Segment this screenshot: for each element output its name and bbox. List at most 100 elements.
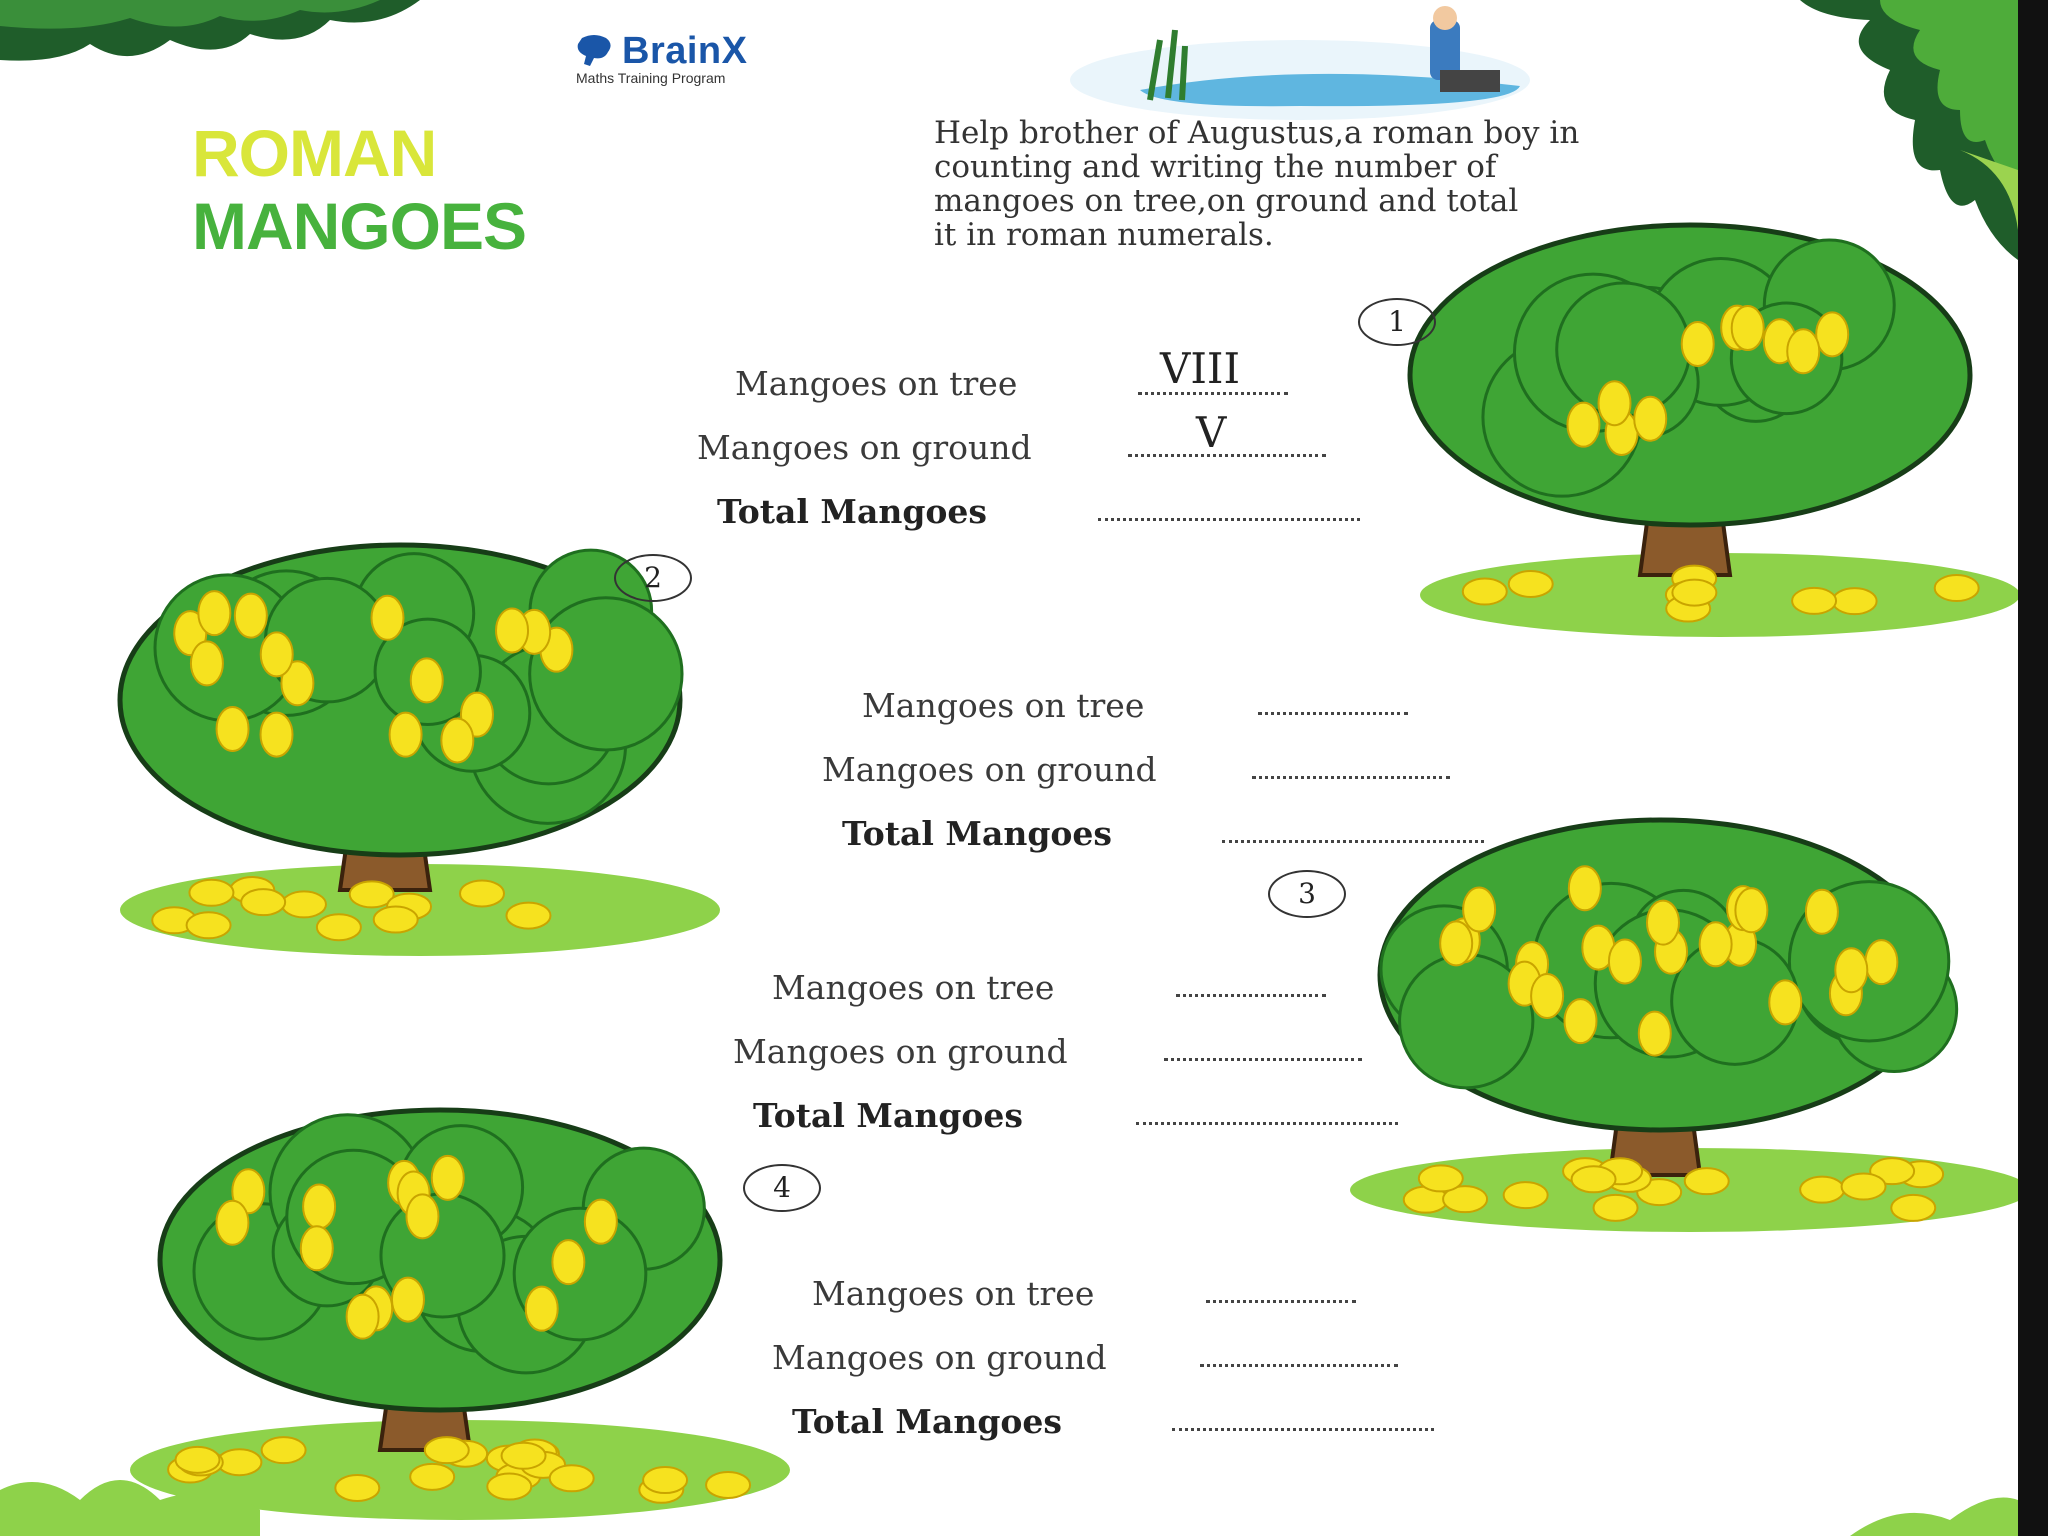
- brain-icon: [577, 35, 611, 66]
- instructions-text: Help brother of Augustus,a roman boy in …: [934, 116, 1834, 252]
- logo-brand-text: BrainX: [622, 30, 748, 72]
- question-number-4: 4: [743, 1164, 821, 1212]
- mango-on-tree: [259, 631, 294, 678]
- mango-on-ground: [459, 879, 506, 908]
- mango-on-tree: [1864, 939, 1899, 986]
- mango-on-ground: [372, 905, 419, 934]
- mango-on-tree: [409, 657, 444, 704]
- mango-on-ground: [505, 901, 552, 930]
- mango-on-tree: [1633, 395, 1668, 442]
- mango-on-tree: [215, 705, 250, 752]
- mango-on-tree: [1567, 865, 1602, 912]
- mango-on-ground: [174, 1445, 221, 1474]
- mango-on-tree: [1637, 1010, 1672, 1057]
- q4-ground-answer-line[interactable]: [1200, 1362, 1398, 1367]
- mango-on-ground: [1683, 1167, 1730, 1196]
- mango-on-tree: [551, 1239, 586, 1286]
- mango-on-ground: [409, 1462, 456, 1491]
- q3-tree-label: Mangoes on tree: [772, 968, 1055, 1007]
- q1-total-answer-line[interactable]: [1098, 516, 1360, 521]
- q3-total-answer-line[interactable]: [1136, 1120, 1398, 1125]
- mango-on-tree: [430, 1154, 465, 1201]
- mango-on-ground: [500, 1441, 547, 1470]
- mango-on-ground: [1442, 1185, 1489, 1214]
- mango-on-ground: [548, 1464, 595, 1493]
- q2-ground-answer-line[interactable]: [1252, 774, 1450, 779]
- mango-on-tree: [299, 1225, 334, 1272]
- mango-on-tree: [1607, 938, 1642, 985]
- mango-on-tree: [259, 711, 294, 758]
- q4-ground-label: Mangoes on ground: [772, 1338, 1107, 1377]
- mango-on-ground: [280, 890, 327, 919]
- mango-on-tree: [233, 592, 268, 639]
- mango-on-tree: [524, 1285, 559, 1332]
- instructions-line: counting and writing the number of: [934, 149, 1497, 185]
- q2-ground-label: Mangoes on ground: [822, 750, 1157, 789]
- q1-ground-answer[interactable]: V: [1196, 408, 1227, 457]
- mango-on-tree: [1646, 899, 1681, 946]
- mango-on-tree: [1566, 401, 1601, 448]
- q3-tree-answer-line[interactable]: [1176, 992, 1326, 997]
- mango-on-ground: [334, 1473, 381, 1502]
- q1-ground-answer-line[interactable]: [1128, 452, 1326, 457]
- tree-illustration-1: [1407, 222, 2020, 637]
- mango-on-tree: [1768, 979, 1803, 1026]
- mango-on-tree: [1698, 921, 1733, 968]
- mango-on-tree: [280, 660, 315, 707]
- mango-on-ground: [1933, 573, 1980, 602]
- q1-tree-answer[interactable]: VIII: [1160, 344, 1241, 393]
- mango-on-ground: [315, 913, 362, 942]
- mango-on-ground: [1799, 1175, 1846, 1204]
- q1-total-label: Total Mangoes: [717, 492, 987, 531]
- mango-on-ground: [705, 1470, 752, 1499]
- mango-on-tree: [405, 1193, 440, 1240]
- mango-on-tree: [370, 594, 405, 641]
- mango-on-tree: [390, 1276, 425, 1323]
- mango-on-tree: [231, 1168, 266, 1215]
- mango-on-tree: [189, 640, 224, 687]
- top-left-foliage-illustration: [0, 0, 420, 61]
- q1-tree-answer-line[interactable]: [1138, 390, 1288, 395]
- top-right-foliage-illustration: [1540, 0, 2018, 260]
- tree-illustration-2: [117, 542, 720, 956]
- mango-on-ground: [486, 1472, 533, 1501]
- mango-on-ground: [423, 1436, 470, 1465]
- title-line-1: ROMAN: [192, 116, 437, 190]
- instructions-line: Help brother of Augustus,a roman boy in: [934, 115, 1580, 151]
- mango-on-tree: [1786, 328, 1821, 375]
- mango-on-tree: [495, 607, 530, 654]
- mango-on-ground: [260, 1436, 307, 1465]
- mango-on-ground: [348, 880, 395, 909]
- q2-tree-label: Mangoes on tree: [862, 686, 1145, 725]
- q4-total-answer-line[interactable]: [1172, 1426, 1434, 1431]
- mango-on-ground: [1417, 1164, 1464, 1193]
- mango-on-ground: [642, 1466, 689, 1495]
- q4-tree-answer-line[interactable]: [1206, 1298, 1356, 1303]
- q4-total-label: Total Mangoes: [792, 1402, 1062, 1441]
- question-number-3: 3: [1268, 870, 1346, 918]
- mango-on-ground: [1840, 1172, 1887, 1201]
- mango-on-tree: [1563, 998, 1598, 1045]
- mango-on-ground: [1507, 569, 1554, 598]
- mango-on-tree: [1439, 920, 1474, 967]
- mango-on-ground: [240, 888, 287, 917]
- instructions-line: mangoes on tree,on ground and total: [934, 183, 1519, 219]
- q2-tree-answer-line[interactable]: [1258, 710, 1408, 715]
- q3-ground-answer-line[interactable]: [1164, 1056, 1362, 1061]
- mango-on-ground: [1791, 586, 1838, 615]
- mango-on-tree: [583, 1198, 618, 1245]
- mango-on-tree: [1680, 321, 1715, 368]
- mango-on-ground: [1890, 1193, 1937, 1222]
- mango-on-tree: [1834, 947, 1869, 994]
- mango-on-ground: [185, 911, 232, 940]
- q4-tree-label: Mangoes on tree: [812, 1274, 1095, 1313]
- q2-total-answer-line[interactable]: [1222, 838, 1484, 843]
- mango-on-tree: [1804, 888, 1839, 935]
- bottom-grass-illustration: [0, 1480, 2018, 1536]
- mango-on-ground: [1461, 577, 1508, 606]
- foliage-puff: [528, 596, 684, 752]
- mango-on-tree: [1597, 380, 1632, 427]
- mango-on-tree: [302, 1183, 337, 1230]
- mango-on-tree: [1730, 305, 1765, 352]
